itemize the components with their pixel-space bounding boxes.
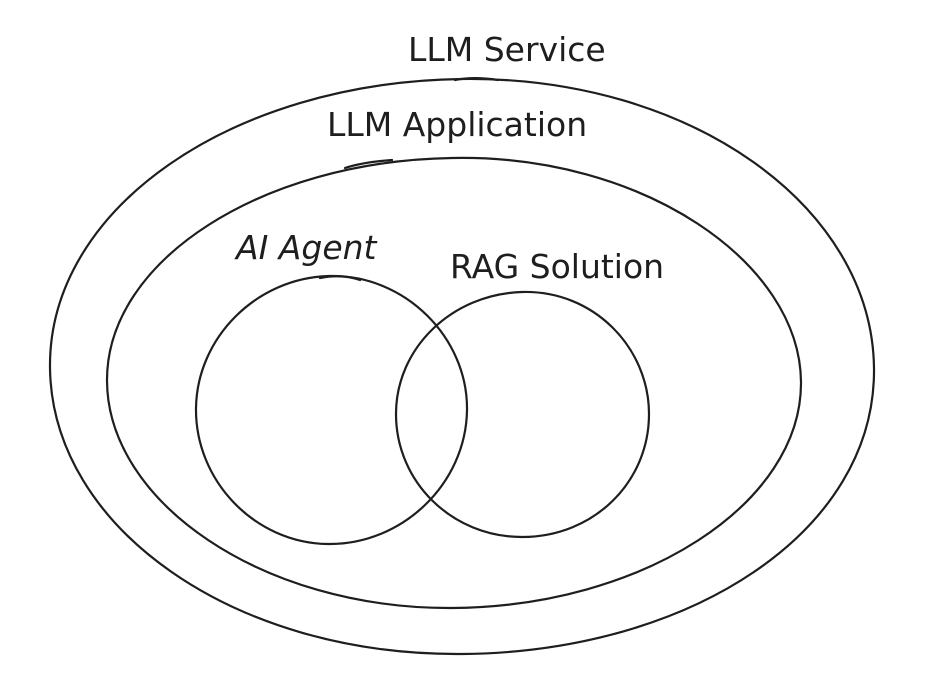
ai-agent-circle <box>194 274 469 546</box>
ai-agent-label: AI Agent <box>236 228 377 267</box>
llm-service-label: LLM Service <box>408 30 606 69</box>
llm-service-ellipse <box>48 77 876 656</box>
ai-agent-circle-overlap-stroke <box>318 275 362 282</box>
rag-solution-label: RAG Solution <box>450 247 665 286</box>
rag-solution-circle <box>394 290 651 539</box>
llm-application-ellipse <box>105 156 803 610</box>
llm-service-ellipse-overlap-stroke <box>453 77 500 82</box>
llm-application-label: LLM Application <box>327 105 588 144</box>
llm-application-ellipse-overlap-stroke <box>343 158 394 170</box>
